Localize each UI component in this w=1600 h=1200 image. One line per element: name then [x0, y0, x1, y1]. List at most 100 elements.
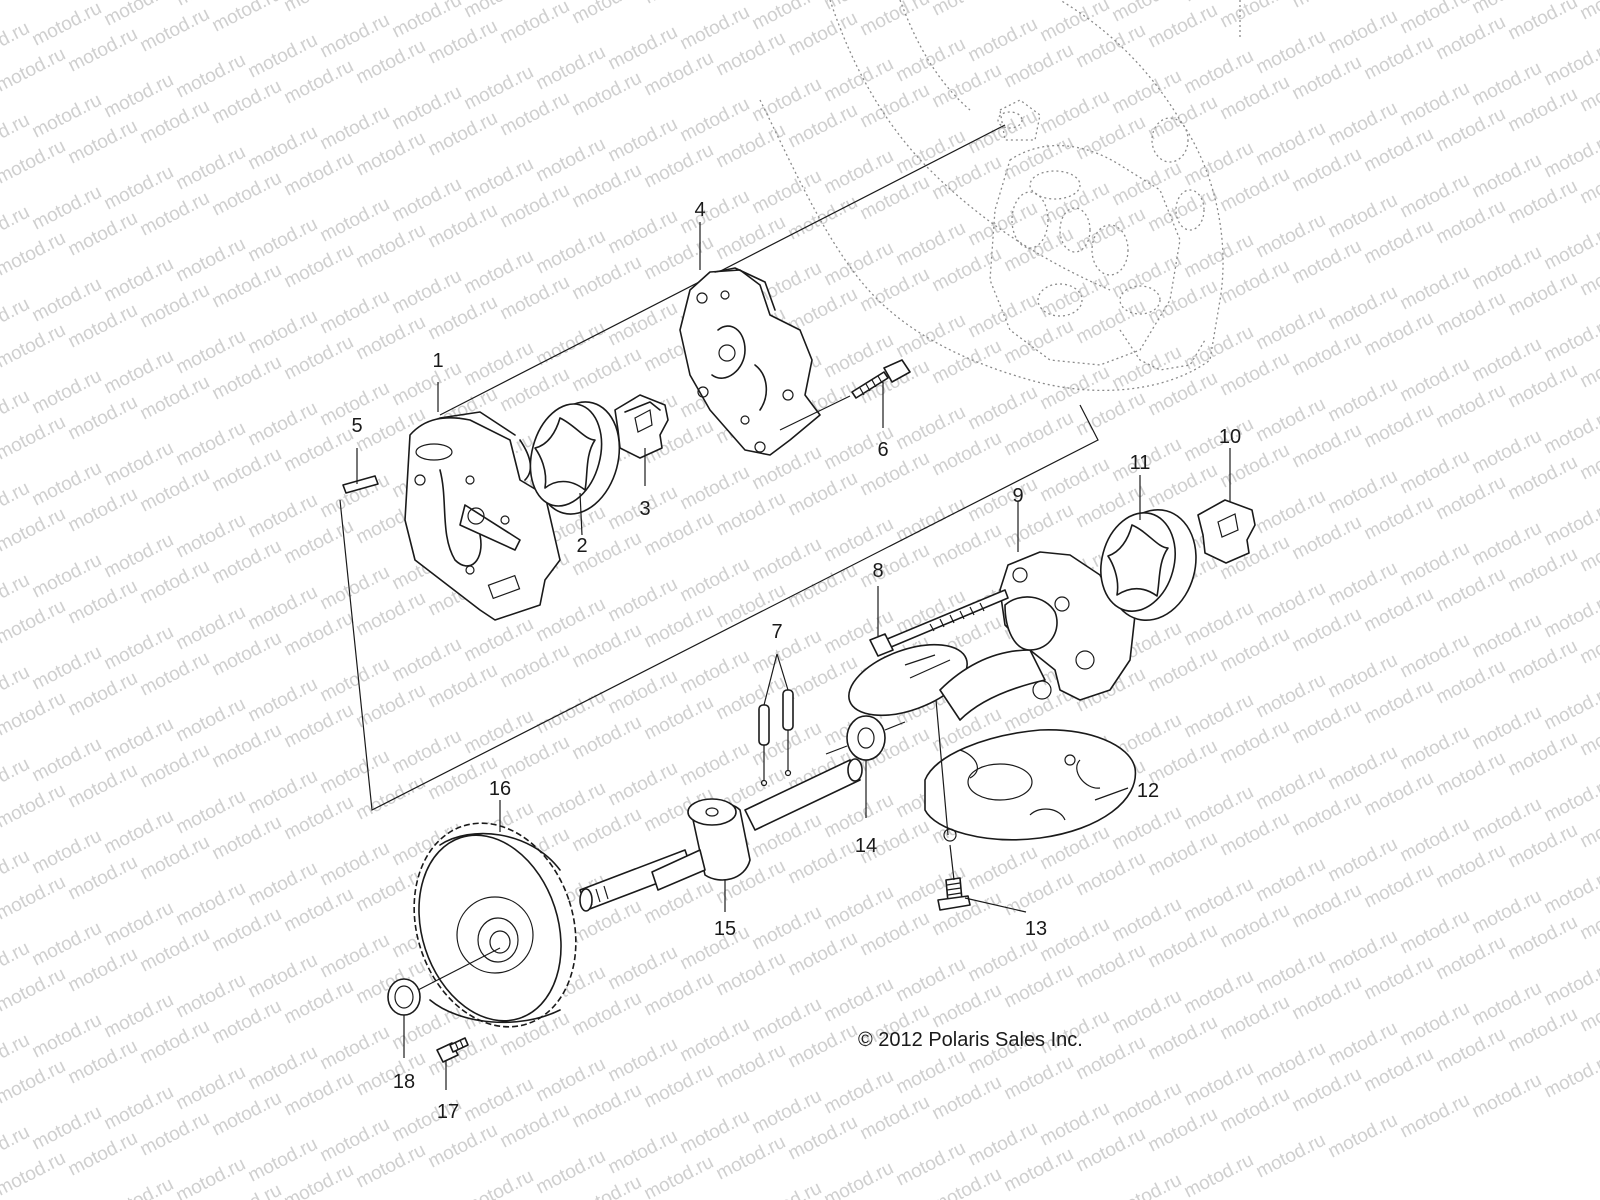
watermark-text: motod.ru	[569, 1080, 645, 1133]
watermark-text: motod.ru	[353, 772, 429, 825]
watermark-text: motod.ru	[281, 1068, 357, 1121]
watermark-text: motod.ru	[281, 332, 357, 385]
watermark-text: motod.ru	[497, 732, 573, 785]
long-bolt-part-8	[869, 589, 1009, 657]
callout-18: 18	[393, 1071, 415, 1093]
watermark-text: motod.ru	[1145, 644, 1221, 697]
watermark-text: motod.ru	[1217, 900, 1293, 953]
watermark-text: motod.ru	[1217, 1084, 1293, 1137]
watermark-text: motod.ru	[65, 24, 141, 77]
watermark-text: motod.ru	[281, 0, 357, 16]
watermark-text: motod.ru	[1289, 144, 1365, 197]
watermark-text: motod.ru	[65, 760, 141, 813]
callout-16: 16	[489, 778, 511, 800]
watermark-text: motod.ru	[1001, 1052, 1077, 1105]
screw-part-6	[779, 359, 911, 431]
watermark-text: motod.ru	[1289, 420, 1365, 473]
watermark-text: motod.ru	[641, 1060, 717, 1113]
watermark-text: motod.ru	[1217, 72, 1293, 125]
watermark-text: motod.ru	[137, 4, 213, 57]
watermark-text: motod.ru	[713, 948, 789, 1001]
watermark-text: motod.ru	[641, 140, 717, 193]
watermark-text: motod.ru	[1505, 544, 1581, 597]
watermark-text: motod.ru	[641, 968, 717, 1021]
watermark-text: motod.ru	[1361, 400, 1437, 453]
watermark-text: motod.ru	[1469, 1070, 1545, 1123]
watermark-text: motod.ru	[0, 228, 69, 281]
watermark-text: motod.ru	[713, 120, 789, 173]
watermark-text: motod.ru	[1145, 0, 1221, 52]
watermark-text: motod.ru	[929, 336, 1005, 389]
watermark-text: motod.ru	[821, 1158, 897, 1200]
watermark-text: motod.ru	[1577, 0, 1600, 24]
watermark-text: motod.ru	[65, 116, 141, 169]
watermark-text: motod.ru	[1361, 676, 1437, 729]
watermark-text: motod.ru	[1217, 624, 1293, 677]
watermark-text: motod.ru	[0, 964, 69, 1017]
watermark-text: motod.ru	[281, 56, 357, 109]
watermark-text: motod.ru	[1505, 0, 1581, 44]
watermark-text: motod.ru	[1073, 204, 1149, 257]
watermark-text: motod.ru	[173, 1154, 249, 1200]
watermark-text: motod.ru	[137, 1016, 213, 1069]
watermark-text: motod.ru	[65, 668, 141, 721]
watermark-text: motod.ru	[1541, 38, 1600, 91]
assembly-frame	[339, 404, 1099, 811]
watermark-text: motod.ru	[65, 852, 141, 905]
watermark-text: motod.ru	[1145, 920, 1221, 973]
shaft-part-15	[579, 758, 863, 912]
callout-4: 4	[694, 199, 705, 221]
callout-12: 12	[1137, 780, 1159, 802]
watermark-text: motod.ru	[281, 240, 357, 293]
watermark-text: motod.ru	[1433, 748, 1509, 801]
watermark-text: motod.ru	[641, 600, 717, 653]
watermark-text: motod.ru	[281, 976, 357, 1029]
watermark-text: motod.ru	[1541, 590, 1600, 643]
watermark-text: motod.ru	[1541, 222, 1600, 275]
watermark-text: motod.ru	[785, 928, 861, 981]
watermark-text: motod.ru	[353, 1140, 429, 1193]
watermark-text: motod.ru	[1073, 940, 1149, 993]
watermark-text: motod.ru	[0, 412, 69, 465]
watermark-text: motod.ru	[1001, 316, 1077, 369]
watermark-text: motod.ru	[353, 128, 429, 181]
watermark-text: motod.ru	[65, 1128, 141, 1181]
gasket-part-12	[924, 699, 1137, 842]
watermark-text: motod.ru	[1145, 184, 1221, 237]
watermark-text: motod.ru	[1361, 32, 1437, 85]
callout-3: 3	[639, 498, 650, 520]
watermark-text: motod.ru	[281, 792, 357, 845]
watermark-text: motod.ru	[857, 1092, 933, 1145]
watermark-text: motod.ru	[1361, 952, 1437, 1005]
watermark-text: motod.ru	[1505, 912, 1581, 965]
watermark-text: motod.ru	[1217, 992, 1293, 1045]
watermark-text: motod.ru	[209, 444, 285, 497]
watermark-text: motod.ru	[1145, 368, 1221, 421]
watermark-text: motod.ru	[137, 832, 213, 885]
watermark-text: motod.ru	[1217, 348, 1293, 401]
watermark-text: motod.ru	[1505, 452, 1581, 505]
callout-labels: 1 2 3 4 5 6 7 8 9 10 11 12 13 14 15 16 1…	[351, 199, 1241, 1123]
watermark-text: motod.ru	[1541, 682, 1600, 735]
watermark-text: motod.ru	[929, 0, 1005, 20]
watermark-text: motod.ru	[785, 560, 861, 613]
watermark-text: motod.ru	[137, 1108, 213, 1161]
watermark-text: motod.ru	[1433, 472, 1509, 525]
watermark-text: motod.ru	[1289, 696, 1365, 749]
watermark-text: motod.ru	[65, 208, 141, 261]
watermark-text: motod.ru	[1145, 828, 1221, 881]
watermark-text: motod.ru	[0, 44, 69, 97]
callout-1: 1	[432, 350, 443, 372]
screw-part-13	[937, 844, 971, 911]
watermark-text: motod.ru	[209, 1088, 285, 1141]
watermark-text: motod.ru	[281, 424, 357, 477]
watermark-text: motod.ru	[1145, 92, 1221, 145]
watermark-text: motod.ru	[209, 168, 285, 221]
watermark-text: motod.ru	[1541, 958, 1600, 1011]
callout-17: 17	[437, 1101, 459, 1123]
watermark-text: motod.ru	[1361, 768, 1437, 821]
watermark-text: motod.ru	[1541, 406, 1600, 459]
watermark-text: motod.ru	[569, 0, 645, 28]
watermark-text: motod.ru	[1541, 866, 1600, 919]
gear-part-16	[413, 822, 577, 1028]
